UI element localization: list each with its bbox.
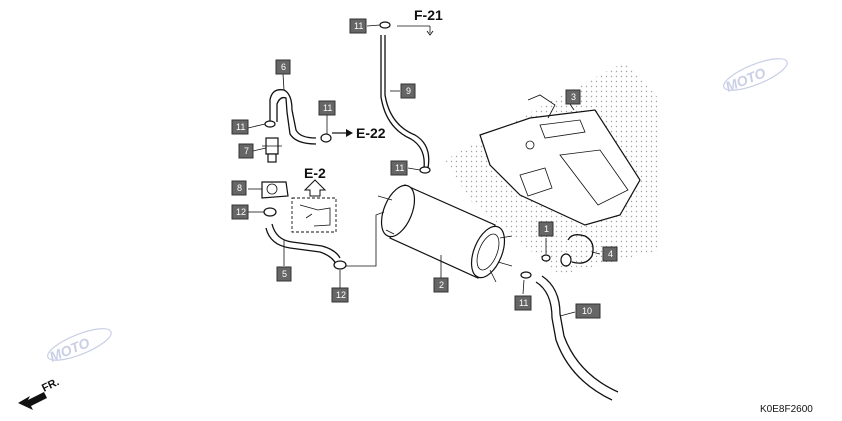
svg-text:FR.: FR. bbox=[40, 376, 61, 395]
svg-text:E-2: E-2 bbox=[304, 165, 326, 181]
clamp-12-lower bbox=[333, 260, 347, 270]
leader-canister-to-clamp bbox=[342, 211, 385, 267]
tube-part-10-edge bbox=[541, 275, 619, 393]
e2-arrow-up bbox=[303, 179, 327, 197]
svg-text:11: 11 bbox=[354, 21, 363, 31]
leader-lines bbox=[247, 24, 601, 317]
tube-part-9-edge bbox=[380, 35, 425, 169]
callout-10: 10 bbox=[575, 303, 601, 319]
e22-label: E-22 bbox=[356, 125, 386, 141]
svg-text:1: 1 bbox=[544, 224, 549, 234]
tube-part-5 bbox=[265, 227, 337, 265]
svg-text:7: 7 bbox=[244, 146, 249, 156]
callout-12-lower: 12 bbox=[331, 287, 349, 303]
diagram-code: K0E8F2600 bbox=[760, 404, 813, 415]
callout-7: 7 bbox=[238, 143, 254, 159]
air-box-part-3 bbox=[479, 94, 641, 226]
svg-text:11: 11 bbox=[395, 163, 404, 173]
clamp-part-1 bbox=[541, 254, 551, 262]
callout-9: 9 bbox=[400, 83, 416, 99]
clamp-12-upper bbox=[263, 207, 277, 217]
clamp-11-bottom bbox=[520, 271, 532, 279]
svg-text:11: 11 bbox=[519, 298, 528, 308]
e2-detail-box bbox=[291, 197, 337, 233]
callout-4: 4 bbox=[602, 246, 618, 262]
callout-11-canister: 11 bbox=[390, 160, 408, 176]
watermark-bottom-left: MOTO bbox=[47, 328, 112, 365]
tube-part-5-edge bbox=[271, 223, 341, 259]
svg-text:F-21: F-21 bbox=[414, 7, 443, 23]
clamp-11-canister bbox=[419, 166, 431, 174]
callout-6: 6 bbox=[275, 59, 291, 75]
svg-text:11: 11 bbox=[236, 122, 245, 132]
callout-2: 2 bbox=[433, 277, 449, 293]
watermark-text: MOTO bbox=[723, 64, 768, 95]
callout-12-upper: 12 bbox=[231, 204, 249, 220]
callout-3: 3 bbox=[565, 89, 581, 105]
tube-part-9 bbox=[384, 35, 430, 169]
svg-text:E-22: E-22 bbox=[356, 125, 386, 141]
tube-part-10 bbox=[535, 281, 613, 401]
svg-text:9: 9 bbox=[406, 86, 411, 96]
svg-text:12: 12 bbox=[336, 290, 346, 300]
svg-text:10: 10 bbox=[582, 306, 592, 316]
e2-label: E-2 bbox=[304, 165, 326, 181]
clamp-11-e22 bbox=[320, 133, 332, 143]
watermark-text: MOTO bbox=[47, 334, 92, 365]
callout-11-e22: 11 bbox=[318, 100, 336, 116]
holder-part-8 bbox=[261, 181, 289, 199]
f21-label: F-21 bbox=[414, 7, 443, 23]
callout-11-left: 11 bbox=[231, 119, 249, 135]
canister-part-2 bbox=[377, 184, 513, 283]
clamp-11-top bbox=[379, 21, 391, 29]
f21-reference bbox=[397, 25, 434, 36]
connector-part-7 bbox=[262, 137, 282, 163]
bracket-shape bbox=[299, 204, 331, 227]
svg-text:6: 6 bbox=[281, 62, 286, 72]
callout-11-top: 11 bbox=[349, 18, 367, 34]
front-direction-indicator: FR. bbox=[18, 376, 61, 410]
tube-part-4 bbox=[567, 234, 594, 264]
svg-text:2: 2 bbox=[439, 280, 444, 290]
callout-8: 8 bbox=[231, 180, 247, 196]
svg-text:8: 8 bbox=[237, 183, 242, 193]
svg-text:12: 12 bbox=[236, 207, 246, 217]
callout-11-bottom: 11 bbox=[514, 295, 532, 311]
e22-reference bbox=[332, 129, 353, 137]
tube-part-6 bbox=[269, 89, 317, 139]
svg-text:11: 11 bbox=[323, 103, 332, 113]
svg-text:3: 3 bbox=[571, 92, 576, 102]
watermark-top-right: MOTO bbox=[723, 58, 788, 95]
callout-5: 5 bbox=[276, 266, 292, 282]
tube-part-6-edge bbox=[276, 96, 317, 145]
callout-1: 1 bbox=[538, 221, 554, 237]
svg-text:5: 5 bbox=[282, 269, 287, 279]
svg-text:4: 4 bbox=[608, 249, 613, 259]
clamp-11-left bbox=[264, 120, 276, 128]
